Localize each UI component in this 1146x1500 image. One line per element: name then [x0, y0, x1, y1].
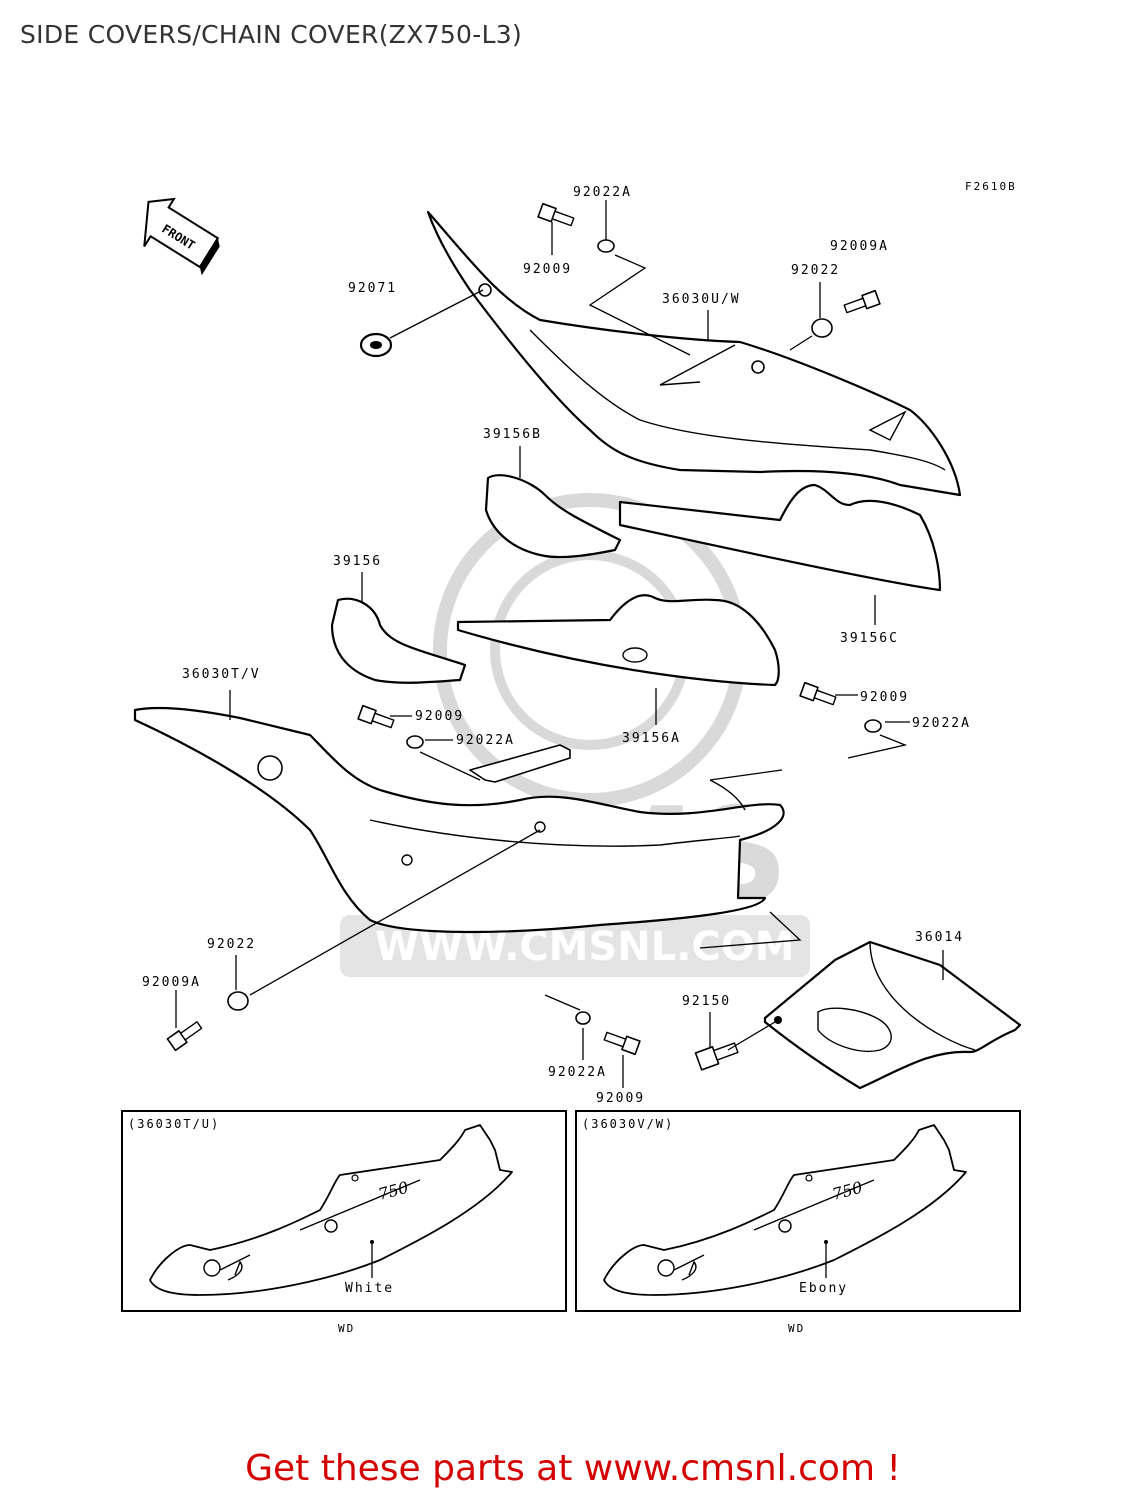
washer-92022A-top [597, 239, 615, 253]
inset-36030TU-color: White [345, 1281, 394, 1296]
seat-cowl-36030UW [426, 210, 962, 497]
inset-36030VW-note: WD [788, 1322, 805, 1335]
label-36030UW: 36030U/W [662, 292, 741, 307]
bolt-92009-mid-right [799, 681, 837, 706]
washer-92022A-mid-left [406, 735, 424, 749]
inset-36030TU-note: WD [338, 1322, 355, 1335]
grommet-92071 [359, 332, 393, 358]
washer-92022-bottom [227, 991, 249, 1011]
label-92009A-bottom: 92009A [142, 975, 201, 990]
page-title: SIDE COVERS/CHAIN COVER(ZX750-L3) [20, 20, 523, 49]
inset-36030VW-color: Ebony [799, 1281, 848, 1296]
pad-39156C [618, 483, 942, 592]
label-39156B: 39156B [483, 427, 542, 442]
label-39156A: 39156A [622, 731, 681, 746]
bolt-92009A-bottom [166, 1021, 203, 1052]
label-39156C: 39156C [840, 631, 899, 646]
inset-36030TU-code: (36030T/U) [128, 1117, 220, 1131]
label-92150: 92150 [682, 994, 731, 1009]
label-92022A-mid-left: 92022A [456, 733, 515, 748]
chain-cover-36014 [763, 940, 1022, 1090]
label-92022-bottom: 92022 [207, 937, 256, 952]
label-36014: 36014 [915, 930, 964, 945]
pad-39156 [330, 597, 467, 684]
label-92009A-top: 92009A [830, 239, 889, 254]
promo-link[interactable]: Get these parts at www.cmsnl.com ! [245, 1448, 901, 1489]
bolt-92009-mid-left [357, 704, 395, 729]
bolt-92009-bottom [603, 1031, 641, 1056]
label-39156: 39156 [333, 554, 382, 569]
inset-36030TU: (36030T/U) 750 White [121, 1110, 567, 1312]
side-cover-36030TV [133, 706, 785, 934]
label-92009-bottom: 92009 [596, 1091, 645, 1106]
figure-code: F2610B [965, 180, 1017, 193]
label-92009-mid-right: 92009 [860, 690, 909, 705]
inset-36030VW-code: (36030V/W) [582, 1117, 674, 1131]
washer-92022-top [811, 318, 833, 338]
label-92009-mid-left: 92009 [415, 709, 464, 724]
label-92022A-mid-right: 92022A [912, 716, 971, 731]
label-92071: 92071 [348, 281, 397, 296]
washer-92022A-bottom [575, 1011, 591, 1025]
label-92022A-top: 92022A [573, 185, 632, 200]
inset-36030VW: (36030V/W) 750 Ebony [575, 1110, 1021, 1312]
bolt-92150 [694, 1042, 739, 1071]
bolt-92009-top [537, 202, 575, 227]
front-arrow-icon: FRONT [143, 197, 220, 276]
label-92022A-bottom: 92022A [548, 1065, 607, 1080]
washer-92022A-mid-right [864, 719, 882, 733]
label-92022-top: 92022 [791, 263, 840, 278]
pad-39156B [484, 474, 622, 559]
bolt-92009A-top [843, 289, 881, 314]
label-92009-top: 92009 [523, 262, 572, 277]
label-36030TV: 36030T/V [182, 667, 261, 682]
pad-39156A [456, 594, 780, 687]
